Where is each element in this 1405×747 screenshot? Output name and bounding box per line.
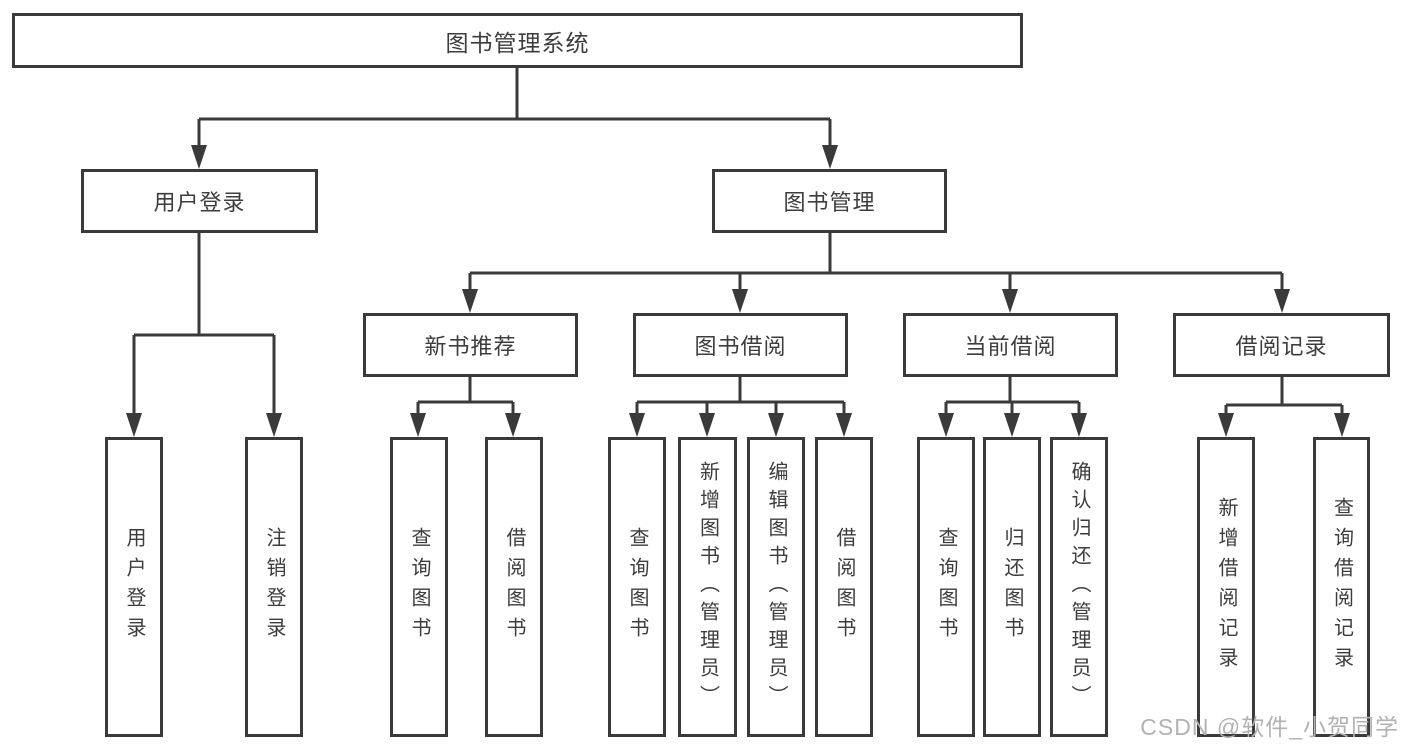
leaf-borrow-books-borrowing: 借阅图书 xyxy=(815,437,873,737)
leaf-query-books-recommend-label: 查询图书 xyxy=(408,527,430,647)
leaf-user-login-label: 用户登录 xyxy=(123,527,145,647)
node-library-management-system: 图书管理系统 xyxy=(12,13,1023,68)
leaf-add-borrow-record-label: 新增借阅记录 xyxy=(1215,497,1237,677)
leaf-query-books-recommend: 查询图书 xyxy=(390,437,448,737)
leaf-edit-book-admin-label: 编辑图书（管理员） xyxy=(765,461,787,713)
leaf-borrow-books-borrowing-label: 借阅图书 xyxy=(833,527,855,647)
leaf-add-book-admin: 新增图书（管理员） xyxy=(678,437,737,737)
leaf-return-books-label: 归还图书 xyxy=(1001,527,1023,647)
node-new-book-recommendation: 新书推荐 xyxy=(363,313,578,377)
leaf-query-books-borrowing-label: 查询图书 xyxy=(626,527,648,647)
leaf-user-login: 用户登录 xyxy=(105,437,163,737)
node-borrowing-records: 借阅记录 xyxy=(1173,313,1390,377)
leaf-add-borrow-record: 新增借阅记录 xyxy=(1197,437,1255,737)
leaf-return-books: 归还图书 xyxy=(983,437,1041,737)
node-current-borrowing: 当前借阅 xyxy=(903,313,1118,377)
node-book-management: 图书管理 xyxy=(712,169,947,233)
leaf-query-books-current: 查询图书 xyxy=(917,437,975,737)
leaf-logout-label: 注销登录 xyxy=(263,527,285,647)
node-book-borrowing: 图书借阅 xyxy=(633,313,848,377)
leaf-borrow-books-recommend-label: 借阅图书 xyxy=(503,527,525,647)
leaf-logout: 注销登录 xyxy=(245,437,303,737)
leaf-query-books-current-label: 查询图书 xyxy=(935,527,957,647)
leaf-add-book-admin-label: 新增图书（管理员） xyxy=(696,461,719,713)
node-user-login: 用户登录 xyxy=(81,169,318,233)
leaf-confirm-return-admin-label: 确认归还（管理员） xyxy=(1068,461,1090,713)
leaf-query-borrow-record-label: 查询借阅记录 xyxy=(1330,497,1353,677)
leaf-confirm-return-admin: 确认归还（管理员） xyxy=(1050,437,1108,737)
leaf-query-borrow-record: 查询借阅记录 xyxy=(1313,437,1370,737)
leaf-edit-book-admin: 编辑图书（管理员） xyxy=(747,437,805,737)
csdn-watermark: CSDN @软件_小贺同学 xyxy=(1140,714,1399,740)
leaf-borrow-books-recommend: 借阅图书 xyxy=(485,437,543,737)
leaf-query-books-borrowing: 查询图书 xyxy=(608,437,666,737)
